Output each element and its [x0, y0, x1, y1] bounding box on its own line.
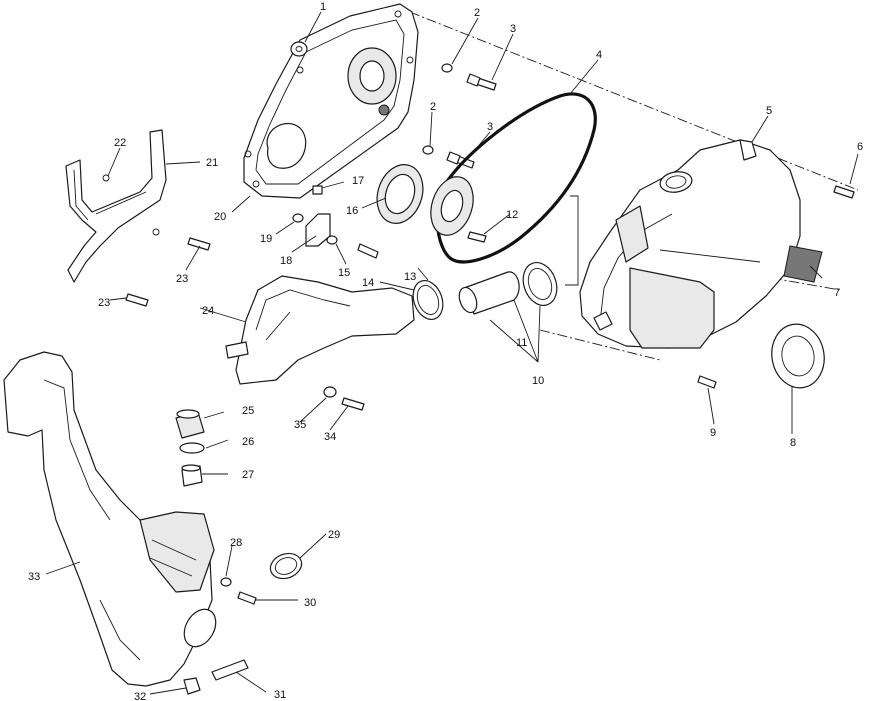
callout-25: 25 — [242, 405, 254, 417]
callout-14: 14 — [362, 277, 374, 289]
callout-11: 11 — [516, 337, 527, 349]
callout-29: 29 — [328, 529, 340, 541]
small-hardware — [292, 185, 379, 259]
callout-26: 26 — [242, 436, 254, 448]
cover-screws — [697, 185, 855, 389]
callout-10: 10 — [532, 375, 544, 387]
callout-20: 20 — [214, 211, 226, 223]
callout-12: 12 — [506, 209, 518, 221]
callout-28: 28 — [230, 537, 242, 549]
callout-18: 18 — [280, 255, 292, 267]
callout-24: 24 — [202, 305, 214, 317]
callout-32: 32 — [134, 691, 146, 701]
callout-3-second: 3 — [487, 121, 493, 133]
callout-4: 4 — [596, 49, 602, 61]
callout-2-second: 2 — [430, 101, 436, 113]
callout-16: 16 — [346, 205, 358, 217]
callout-8: 8 — [790, 437, 796, 449]
drain-hose-fitting — [183, 659, 249, 695]
callout-6: 6 — [857, 141, 863, 153]
mount-bracket — [65, 129, 211, 307]
callout-5: 5 — [766, 105, 772, 117]
callout-7: 7 — [834, 287, 840, 299]
hose-and-clamps — [412, 262, 558, 320]
callout-9: 9 — [710, 427, 716, 439]
warning-label — [783, 245, 823, 283]
callout-33: 33 — [28, 571, 40, 583]
callout-13: 13 — [404, 271, 416, 283]
callout-3: 3 — [510, 23, 516, 35]
callout-23: 23 — [176, 273, 188, 285]
clutch-outer-cover — [579, 139, 801, 349]
bolt-and-washer-lower — [323, 386, 365, 411]
callout-15: 15 — [338, 267, 350, 279]
callout-2: 2 — [474, 7, 480, 19]
callout-22: 22 — [114, 137, 126, 149]
gasket-ring — [771, 323, 825, 389]
callout-17: 17 — [352, 175, 364, 187]
callout-31: 31 — [274, 689, 286, 701]
leader-lines — [45, 11, 859, 695]
callout-23-second: 23 — [98, 297, 110, 309]
seal-rings — [376, 164, 487, 243]
callout-21: 21 — [206, 157, 218, 169]
tank-hardware — [220, 552, 303, 605]
drive-belt — [435, 92, 597, 264]
callout-1: 1 — [320, 1, 326, 13]
part-1-seal — [290, 41, 308, 57]
callout-27: 27 — [242, 469, 254, 481]
callout-30: 30 — [304, 597, 316, 609]
intake-duct — [225, 275, 415, 385]
tank-cap-parts — [175, 409, 205, 487]
exhaust-tank-body — [3, 351, 217, 687]
callout-34: 34 — [324, 431, 336, 443]
inner-cover-plate — [243, 3, 419, 199]
washers-and-bolts-upper — [422, 63, 497, 169]
callout-35: 35 — [294, 419, 306, 431]
callout-labels: 1 2 3 4 2 3 5 6 7 8 9 10 11 12 13 14 15 … — [28, 1, 863, 701]
callout-19: 19 — [260, 233, 272, 245]
